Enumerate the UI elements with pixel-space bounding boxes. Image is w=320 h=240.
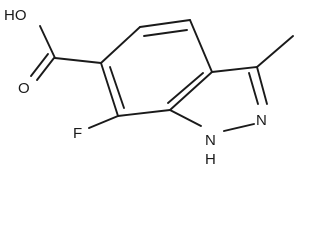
bond-carboxyl-o-double-1	[36, 57, 55, 81]
bond-carboxyl-o-double-2	[30, 53, 49, 77]
bond-ring-c3-c3a	[189, 19, 213, 73]
bond-n2-n1	[223, 123, 255, 132]
atom-label-n1-hydrogen: H	[205, 151, 216, 168]
bond-c3-n2-double	[248, 72, 259, 105]
bond-ring-c2-c3-double	[143, 29, 188, 37]
atom-label-ho: HO	[4, 7, 27, 24]
bond-ring-c3a-c7a	[169, 71, 213, 111]
bond-c6-carboxyl	[54, 57, 102, 64]
atom-label-fluorine: F	[73, 125, 82, 142]
bond-ring-c7a-c7	[117, 109, 171, 117]
bond-ring-c1-c2	[100, 26, 141, 64]
bond-carboxyl-oh	[39, 25, 56, 59]
bond-c3a-c3	[211, 66, 258, 73]
bond-ring-c2-c3	[139, 19, 191, 28]
atom-label-carbonyl-o: O	[18, 80, 30, 97]
bond-c3-methyl	[256, 35, 294, 68]
bond-ring-c7-c6-double	[109, 66, 125, 109]
bond-n1-c7a	[169, 109, 202, 127]
bond-ring-c3a-c7a-double	[167, 72, 204, 104]
atom-label-n2: N	[256, 112, 267, 129]
bond-c3-n2	[256, 66, 268, 105]
bond-c7-fluorine	[88, 115, 119, 129]
atom-label-n1: N	[205, 132, 216, 149]
chemical-structure: HO O F N H N	[4, 7, 294, 168]
bond-ring-c7-c6	[100, 62, 119, 117]
